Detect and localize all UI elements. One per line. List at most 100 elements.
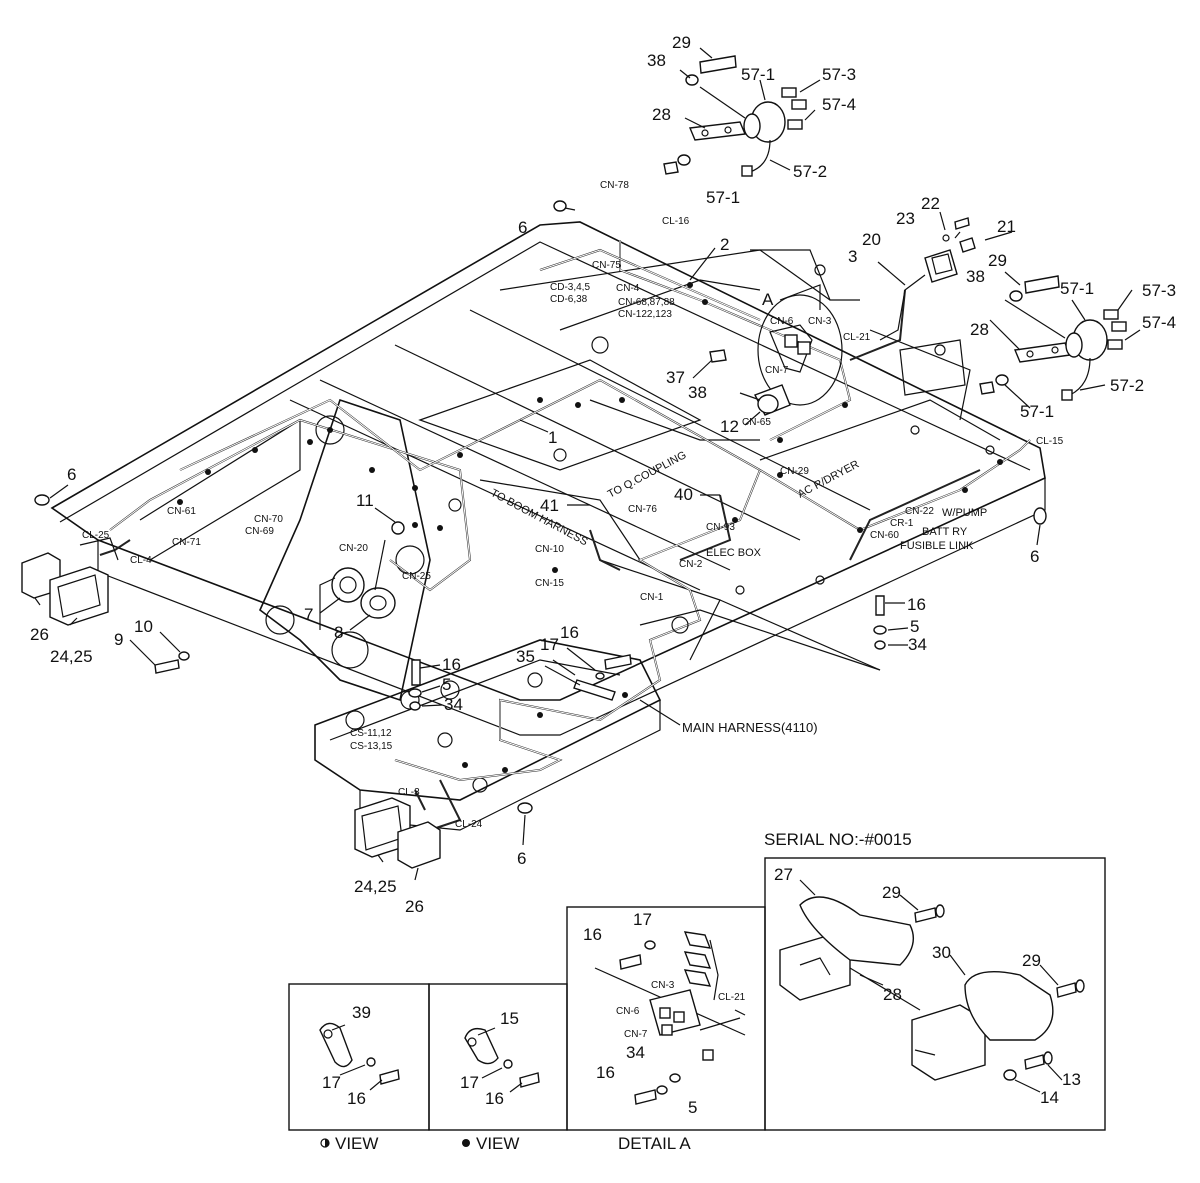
connector-label: CN-2 bbox=[679, 559, 703, 570]
annotation-w-pump: W/PUMP bbox=[942, 507, 987, 519]
view-box-full-circle: 15 17 16 bbox=[428, 983, 568, 1131]
connector-label: CN-78 bbox=[600, 180, 629, 191]
serial-title: SERIAL NO:-#0015 bbox=[764, 830, 912, 849]
connector-label: CN-29 bbox=[780, 466, 809, 477]
connector-label: CN-1 bbox=[640, 592, 664, 603]
annotation-elec-box: ELEC BOX bbox=[706, 547, 762, 559]
view-callout-39: 39 bbox=[352, 1003, 371, 1022]
callout-29: 29 bbox=[988, 251, 1007, 270]
callout-29: 29 bbox=[1022, 951, 1041, 970]
callout-1: 1 bbox=[548, 428, 557, 447]
connector-label: CN-3 bbox=[808, 316, 832, 327]
callout-7: 7 bbox=[304, 605, 313, 624]
callout-14: 14 bbox=[1040, 1088, 1059, 1107]
callout-37: 37 bbox=[666, 368, 685, 387]
connector-label: CN-61 bbox=[167, 506, 196, 517]
harness-clamp-dots bbox=[177, 282, 1003, 773]
connector-label: CD-3,4,5 bbox=[550, 282, 590, 293]
connector-label: CS-11,12 bbox=[350, 728, 392, 739]
annotation-battery: BATT RY bbox=[922, 526, 968, 538]
callout-30: 30 bbox=[932, 943, 951, 962]
callout-38: 38 bbox=[688, 383, 707, 402]
detail-a-connector-cn7: CN-7 bbox=[624, 1029, 648, 1040]
connector-label: CN-25 bbox=[402, 571, 431, 582]
connector-label: CN-7 bbox=[765, 365, 789, 376]
connector-label: CN-122,123 bbox=[618, 309, 672, 320]
connector-label: CS-13,15 bbox=[350, 741, 393, 752]
callout-16: 16 bbox=[560, 623, 579, 642]
callout-17: 17 bbox=[540, 635, 559, 654]
caption-view-half: VIEW bbox=[335, 1134, 378, 1153]
connector-label: CN-10 bbox=[535, 544, 564, 555]
callout-6: 6 bbox=[67, 465, 76, 484]
callout-57-4: 57-4 bbox=[822, 95, 856, 114]
callout-34: 34 bbox=[908, 635, 927, 654]
half-circle-fill-icon bbox=[325, 1139, 329, 1147]
connector-label: CN-75 bbox=[592, 260, 621, 271]
callout-3: 3 bbox=[848, 247, 857, 266]
callout-9: 9 bbox=[114, 630, 123, 649]
callout-27: 27 bbox=[774, 865, 793, 884]
work-lamps-left bbox=[21, 494, 119, 626]
callout-12: 12 bbox=[720, 417, 739, 436]
connector-label: CN-93 bbox=[706, 522, 735, 533]
main-harness-wires bbox=[99, 240, 1031, 831]
view-captions: VIEW VIEW DETAIL A bbox=[320, 1134, 691, 1153]
callout-6: 6 bbox=[518, 218, 527, 237]
connector-label: CN-15 bbox=[535, 578, 564, 589]
view-callout-17: 17 bbox=[460, 1073, 479, 1092]
callout-57-3: 57-3 bbox=[1142, 281, 1176, 300]
detail-a-callout-circle bbox=[757, 294, 843, 406]
callout-41: 41 bbox=[540, 496, 559, 515]
bolts-and-washers bbox=[154, 200, 1047, 711]
callout-34: 34 bbox=[444, 695, 463, 714]
detail-a-connector-cn3: CN-3 bbox=[651, 980, 675, 991]
view-callout-15: 15 bbox=[500, 1009, 519, 1028]
connector-label: CL-21 bbox=[843, 332, 871, 343]
callout-10: 10 bbox=[134, 617, 153, 636]
callout-2: 2 bbox=[720, 235, 729, 254]
callout-13: 13 bbox=[1062, 1070, 1081, 1089]
callout-26: 26 bbox=[405, 897, 424, 916]
callout-26: 26 bbox=[30, 625, 49, 644]
connector-label: CN-6 bbox=[770, 316, 794, 327]
connector-label: CL-4 bbox=[130, 555, 152, 566]
horn-assembly-right bbox=[979, 275, 1127, 401]
upper-frame-structure bbox=[50, 221, 1046, 831]
caption-detail-a: DETAIL A bbox=[618, 1134, 691, 1153]
detail-a-callout-5: 5 bbox=[688, 1098, 697, 1117]
connector-label: CN-22 bbox=[905, 506, 934, 517]
connector-label: CL-16 bbox=[662, 216, 690, 227]
work-lamps-bottom bbox=[354, 797, 533, 869]
callout-28: 28 bbox=[652, 105, 671, 124]
annotation-fusible-link: FUSIBLE LINK bbox=[900, 540, 974, 552]
connector-label: CL-3 bbox=[398, 787, 420, 798]
connector-label: CL-25 bbox=[82, 530, 110, 541]
callout-24-25: 24,25 bbox=[354, 877, 397, 896]
annotations: TO BOOM HARNESS TO Q.COUPLING AC R/DRYER… bbox=[489, 449, 988, 735]
callout-57-1: 57-1 bbox=[1060, 279, 1094, 298]
connector-labels: CN-78 CL-16 CN-75 CN-4 CD-3,4,5 CD-6,38 … bbox=[82, 180, 1064, 830]
callout-38: 38 bbox=[647, 51, 666, 70]
connector-label: CN-70 bbox=[254, 514, 283, 525]
connector-label: CL-24 bbox=[455, 819, 483, 830]
detail-a-connector-cl21: CL-21 bbox=[718, 992, 746, 1003]
view-callout-16: 16 bbox=[347, 1089, 366, 1108]
view-box-half-circle: 39 17 16 bbox=[288, 983, 430, 1131]
detail-a-callout-16: 16 bbox=[596, 1063, 615, 1082]
connector-label: CN-4 bbox=[616, 283, 640, 294]
horn-assembly-top bbox=[663, 55, 807, 177]
connector-label: CD-6,38 bbox=[550, 294, 588, 305]
callout-5: 5 bbox=[442, 675, 451, 694]
callout-38: 38 bbox=[966, 267, 985, 286]
annotation-ac-dryer: AC R/DRYER bbox=[796, 458, 861, 500]
connector-label: CN-20 bbox=[339, 543, 368, 554]
caption-view-full: VIEW bbox=[476, 1134, 519, 1153]
callout-40: 40 bbox=[674, 485, 693, 504]
callout-21: 21 bbox=[997, 217, 1016, 236]
callout-20: 20 bbox=[862, 230, 881, 249]
callout-A: A bbox=[762, 290, 774, 309]
callout-5: 5 bbox=[910, 617, 919, 636]
connector-label: CL-15 bbox=[1036, 436, 1064, 447]
connector-label: CN-65 bbox=[742, 417, 771, 428]
